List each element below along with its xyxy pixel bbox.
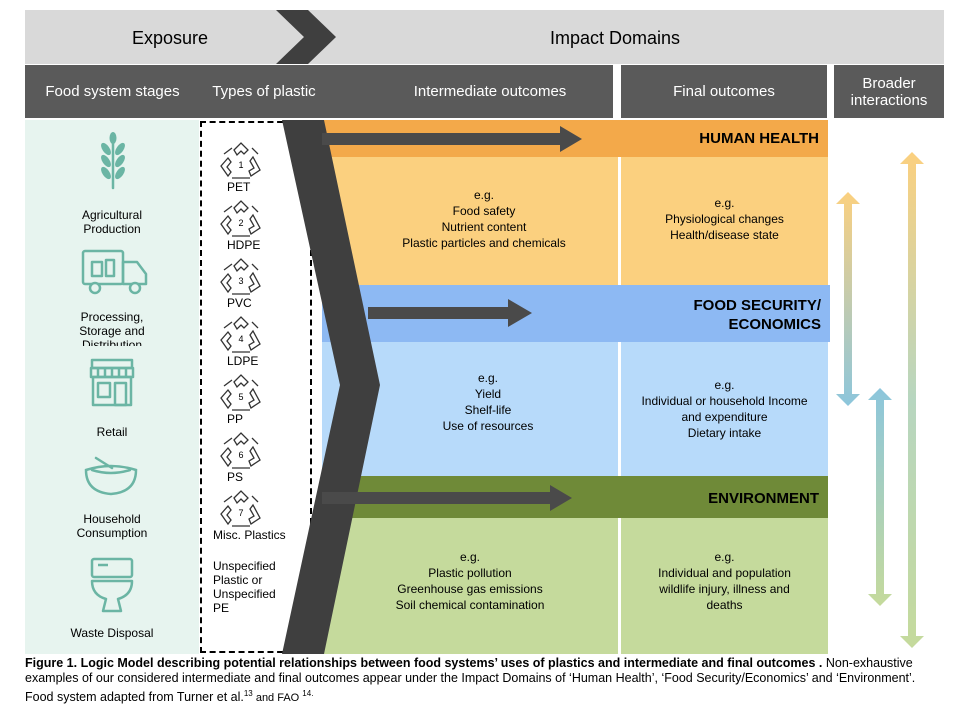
header-food-system-stages: Food system stages: [45, 83, 180, 100]
human-health-final-text: e.g. Physiological changes Health/diseas…: [665, 196, 784, 242]
plastic-type-label: PVC: [227, 296, 252, 310]
caption-text-2: and FAO: [252, 692, 303, 705]
header-final-outcomes: Final outcomes: [621, 65, 827, 118]
store-icon: [89, 358, 135, 407]
plastic-code: 1: [238, 160, 243, 170]
environment-title: ENVIRONMENT: [708, 490, 819, 507]
exposure-label: Exposure: [131, 28, 209, 48]
bowl-icon: [84, 456, 138, 496]
stage-label-processing: Processing, Storage and Distribution: [79, 310, 145, 346]
plastic-code: 6: [238, 450, 243, 460]
environment-intermediate-cell: [322, 518, 618, 654]
truck-icon: [81, 249, 148, 295]
recycle-symbol-icon: 4: [220, 316, 261, 353]
plastic-code: 4: [238, 334, 243, 344]
caption-bold: Figure 1. Logic Model describing potenti…: [25, 656, 823, 670]
caption-text: Non-exhaustive examples of our considere…: [25, 656, 916, 705]
plastic-type-label: HDPE: [227, 238, 261, 252]
plastic-type-label: PS: [227, 470, 244, 484]
plastic-code: 7: [238, 508, 243, 518]
broader-interactions-arrows: [836, 152, 924, 648]
top-bar: [25, 10, 944, 64]
plastic-code: 3: [238, 276, 243, 286]
toilet-icon: [90, 557, 134, 613]
recycle-symbol-icon: 5: [220, 374, 261, 411]
plastic-type-label: PET: [227, 180, 251, 194]
human-health-title: HUMAN HEALTH: [699, 130, 819, 147]
header-intermediate-outcomes: Intermediate outcomes: [413, 83, 567, 100]
plastic-code: 5: [238, 392, 243, 402]
plastic-type-label: LDPE: [227, 354, 259, 368]
impact-domains-label: Impact Domains: [549, 28, 681, 48]
header-types-of-plastic: Types of plastic: [212, 83, 316, 100]
caption-ref-1: 13: [243, 689, 253, 698]
stage-label-waste: Waste Disposal: [70, 626, 154, 640]
plastic-type-label: Misc. Plastics: [213, 528, 286, 542]
stage-label-retail: Retail: [96, 425, 128, 439]
environment-final-text: e.g. Individual and population wildlife …: [658, 550, 791, 612]
human-health-arrow: [322, 126, 582, 152]
caption-ref-2: 14.: [302, 689, 314, 698]
header-bar-left: [25, 65, 613, 118]
recycle-symbol-icon: 2: [220, 200, 261, 237]
recycle-symbol-icon: 7: [220, 490, 261, 527]
food-security-arrow: [368, 299, 532, 327]
recycle-symbol-icon: 3: [220, 258, 261, 295]
plastic-type-label: PP: [227, 412, 244, 426]
environment-arrow: [322, 485, 572, 511]
recycle-symbol-icon: 1: [220, 142, 261, 179]
food-security-final-text: e.g. Individual or household Income and …: [641, 378, 808, 440]
human-health-intermediate-cell: [322, 157, 618, 285]
plastic-label-unspecified: Unspecified Plastic or Unspecified PE: [213, 559, 276, 615]
recycle-symbol-icon: 6: [220, 432, 261, 469]
food-security-final-cell: [621, 342, 828, 476]
header-broader-interactions: Broader interactions: [834, 65, 944, 118]
figure-caption: Figure 1. Logic Model describing potenti…: [25, 656, 945, 706]
exposure-chevron: [282, 120, 380, 654]
plastic-types-box: [200, 121, 312, 653]
environment-final-cell: [621, 518, 828, 654]
top-chevron: [276, 10, 336, 64]
human-health-final-cell: [621, 157, 828, 285]
food-security-intermediate-text: e.g. Yield Shelf-life Use of resources: [442, 371, 534, 433]
environment-intermediate-text: e.g. Plastic pollution Greenhouse gas em…: [395, 550, 545, 612]
stage-label-agricultural: Agricultural Production: [81, 208, 143, 236]
plastic-code: 2: [238, 218, 243, 228]
wheat-icon: [101, 132, 125, 190]
food-security-title: FOOD SECURITY/ ECONOMICS: [693, 297, 821, 333]
stage-label-household: Household Consumption: [76, 512, 148, 540]
human-health-intermediate-text: e.g. Food safety Nutrient content Plasti…: [402, 188, 566, 250]
stages-background: [25, 120, 199, 654]
